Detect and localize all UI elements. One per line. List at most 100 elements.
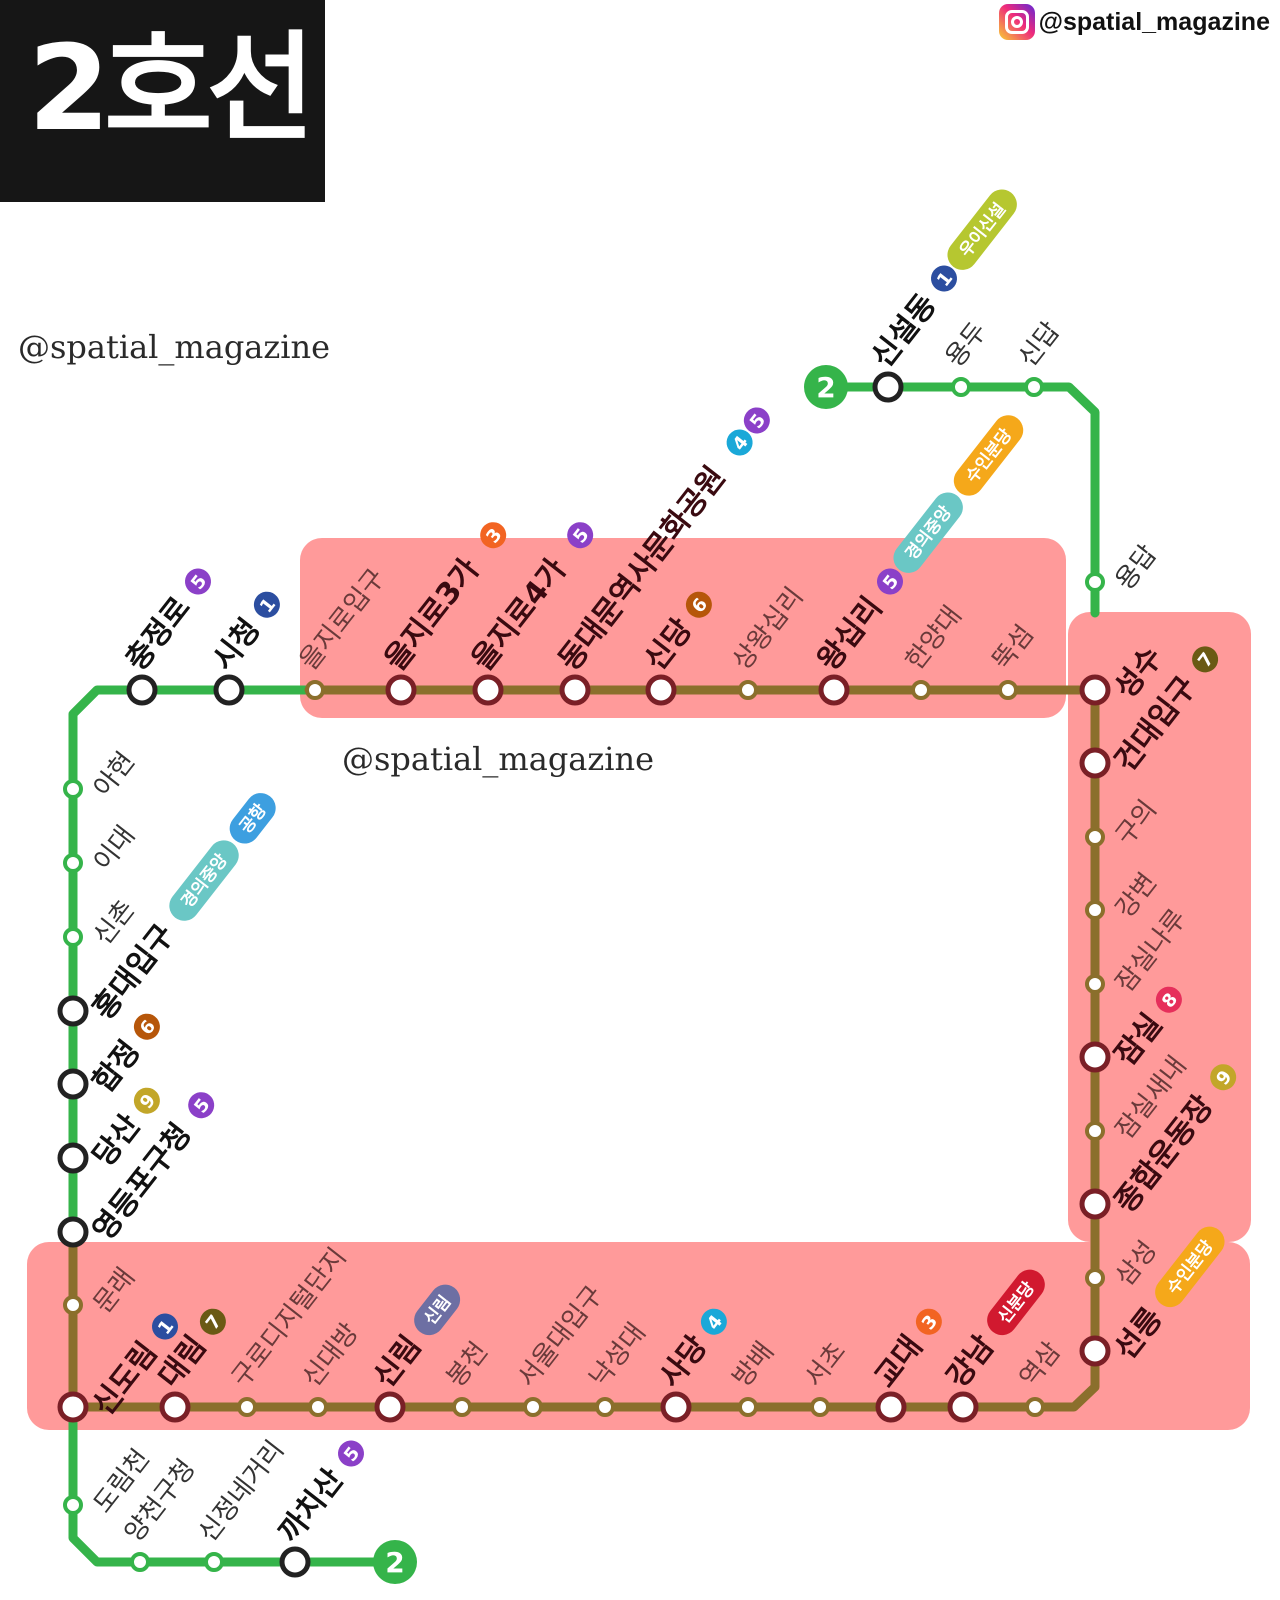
transfer-badge-shape [253, 591, 280, 618]
station-marker-seocho[interactable] [810, 1397, 830, 1417]
station-marker-sangwangsimni[interactable] [738, 680, 758, 700]
station-marker-yangcheon[interactable] [130, 1552, 150, 1572]
transfer-badge: 5 [743, 407, 770, 434]
station-marker-yongdap[interactable] [1085, 572, 1105, 592]
transfer-badge-shape [700, 1308, 727, 1335]
transfer-badge-shape [133, 1087, 160, 1114]
station-marker-euljiro1[interactable] [305, 680, 325, 700]
station-marker-hapjeong[interactable] [57, 1068, 89, 1100]
station-marker-nakseongdae[interactable] [595, 1397, 615, 1417]
station-marker-sinjeong[interactable] [204, 1552, 224, 1572]
station-marker-kkachisan[interactable] [279, 1546, 311, 1578]
station-marker-seolleung[interactable] [1079, 1335, 1111, 1367]
station-marker-samseong[interactable] [1085, 1268, 1105, 1288]
station-marker-gyodae[interactable] [875, 1391, 907, 1423]
station-marker-jamsil[interactable] [1079, 1041, 1111, 1073]
transfer-badge: 7 [199, 1308, 226, 1335]
station-marker-hongik[interactable] [57, 995, 89, 1027]
station-marker-naru[interactable] [1085, 974, 1105, 994]
station-marker-sinchon[interactable] [63, 927, 83, 947]
station-marker-dangsan[interactable] [57, 1142, 89, 1174]
station-marker-bangbae[interactable] [738, 1397, 758, 1417]
station-marker-daerim[interactable] [159, 1391, 191, 1423]
station-marker-sillim[interactable] [374, 1391, 406, 1423]
station-label-ewha[interactable]: 이대 [88, 821, 141, 877]
transfer-badge-shape [987, 1269, 1045, 1336]
station-marker-sports[interactable] [1079, 1188, 1111, 1220]
transfer-badge: 6 [685, 591, 712, 618]
station-marker-ttukseom[interactable] [998, 680, 1018, 700]
station-marker-ddp[interactable] [559, 674, 591, 706]
badge-circle [373, 1540, 417, 1584]
station-label-yongdap[interactable]: 용답 [1110, 540, 1163, 596]
station-label-sindap[interactable]: 신답 [1013, 317, 1066, 373]
instagram-icon [998, 4, 1035, 40]
station-marker-sinseoldong[interactable] [872, 371, 904, 403]
station-marker-mullae[interactable] [63, 1295, 83, 1315]
transfer-badge: 9 [133, 1087, 160, 1114]
badge-circle [804, 365, 848, 409]
highlight-areas [27, 538, 1251, 1430]
track-segment [68, 1400, 400, 1567]
station-marker-snu[interactable] [523, 1397, 543, 1417]
station-marker-chungjeongno[interactable] [126, 674, 158, 706]
station-marker-cityhall[interactable] [213, 674, 245, 706]
station-name: 시청 [206, 612, 268, 677]
station-name: 충정로 [119, 591, 198, 678]
station-label-yongdu[interactable]: 용두 [940, 317, 993, 373]
station-marker-wangsimni[interactable] [818, 674, 850, 706]
station-marker-sadang[interactable] [660, 1391, 692, 1423]
instagram-handle[interactable]: @spatial_magazine [998, 4, 1270, 40]
station-marker-guro[interactable] [237, 1397, 257, 1417]
station-marker-bongcheon[interactable] [452, 1397, 472, 1417]
station-marker-ahyeon[interactable] [63, 779, 83, 799]
station-label-sinchon[interactable]: 신촌 [88, 895, 141, 951]
station-marker-yeoksam[interactable] [1025, 1397, 1045, 1417]
transfer-badge-shape [743, 407, 770, 434]
station-marker-guui[interactable] [1085, 827, 1105, 847]
transfer-badge: 우이신설 [947, 189, 1017, 270]
highlight-area [1068, 612, 1251, 1242]
transfer-badge: 공항 [229, 793, 276, 844]
transfer-badge: 7 [1192, 646, 1219, 673]
station-marker-gangbyeon[interactable] [1085, 900, 1105, 920]
station-marker-gangnam[interactable] [947, 1391, 979, 1423]
track-segment [68, 685, 314, 1234]
transfer-badge: 1 [253, 591, 280, 618]
transfer-badge-shape [151, 1313, 178, 1340]
station-marker-sindaebang[interactable] [308, 1397, 328, 1417]
station-marker-sindang[interactable] [645, 674, 677, 706]
station-label-hapjeong[interactable]: 합정6 [86, 1006, 169, 1099]
station-marker-saenae[interactable] [1085, 1121, 1105, 1141]
station-marker-sindorim[interactable] [57, 1391, 89, 1423]
station-marker-euljiro3[interactable] [385, 674, 417, 706]
transfer-badge: 6 [133, 1013, 160, 1040]
station-marker-ewha[interactable] [63, 853, 83, 873]
transfer-badge: 3 [480, 522, 507, 549]
station-marker-euljiro4[interactable] [472, 674, 504, 706]
transfer-badge-shape [169, 840, 239, 921]
highlight-area [300, 538, 1066, 718]
station-name: 신촌 [88, 895, 141, 951]
transfer-badge-shape [1155, 1226, 1225, 1308]
station-name: 합정 [86, 1034, 148, 1099]
transfer-badge: 1 [930, 265, 957, 292]
station-label-cityhall[interactable]: 시청1 [206, 584, 289, 677]
station-marker-hanyang[interactable] [911, 680, 931, 700]
station-marker-konkuk[interactable] [1079, 747, 1111, 779]
transfer-badge-shape [1192, 646, 1219, 673]
station-marker-ydpgu[interactable] [57, 1216, 89, 1248]
transfer-badge-shape [1155, 986, 1182, 1013]
station-marker-dorimcheon[interactable] [63, 1495, 83, 1515]
highlight-area [27, 1242, 1250, 1430]
transfer-badge: 5 [184, 568, 211, 595]
station-label-ahyeon[interactable]: 아현 [88, 747, 141, 803]
station-marker-yongdu[interactable] [951, 377, 971, 397]
station-marker-sindap[interactable] [1024, 377, 1044, 397]
track-segment [68, 685, 1100, 1412]
station-marker-seongsu[interactable] [1079, 674, 1111, 706]
watermark: @spatial_magazine [18, 328, 331, 366]
